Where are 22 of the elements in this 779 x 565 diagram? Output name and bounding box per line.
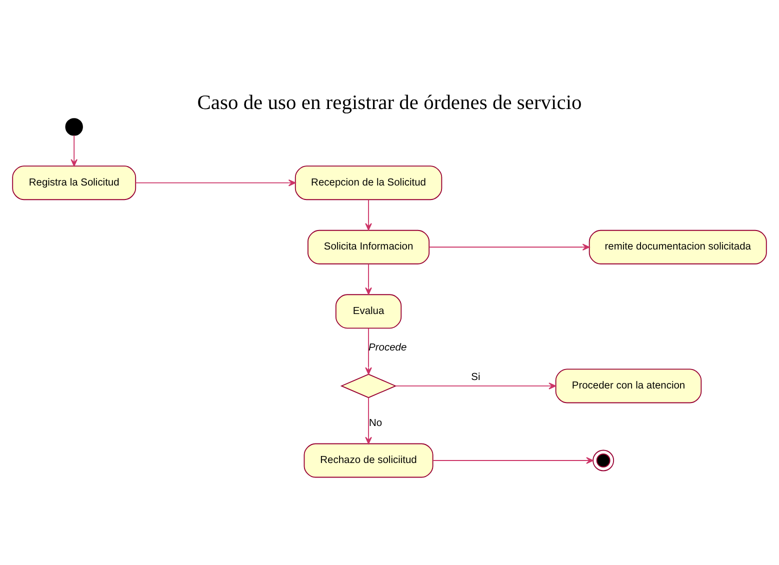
node-box: Rechazo de soliciitud: [304, 442, 434, 478]
arrow: [428, 243, 590, 250]
node-box: Proceder con la atencion: [555, 368, 702, 403]
node-box: remite documentacion solicitada: [588, 229, 767, 264]
node-circle: [65, 118, 83, 136]
arrow: [365, 396, 372, 444]
node-diamond: [340, 373, 397, 398]
arrow: [432, 456, 594, 464]
arrow: [365, 263, 372, 294]
arrow: [135, 178, 296, 186]
node-box: Solicita Informacion: [308, 229, 430, 264]
arrow: [365, 198, 372, 230]
node-circle: [592, 449, 614, 471]
edge-label: No: [368, 417, 382, 428]
node-box: Evalua: [335, 294, 402, 328]
arrow: [365, 328, 372, 374]
node-box: Recepcion de la Solicitud: [294, 165, 442, 200]
diagram-title: Caso de uso en registrar de órdenes de servicio: [197, 91, 582, 114]
node-box: Registra la Solicitud: [12, 165, 136, 200]
edge-label: Si: [471, 372, 480, 383]
arrow: [395, 382, 556, 389]
arrow: [70, 134, 78, 166]
